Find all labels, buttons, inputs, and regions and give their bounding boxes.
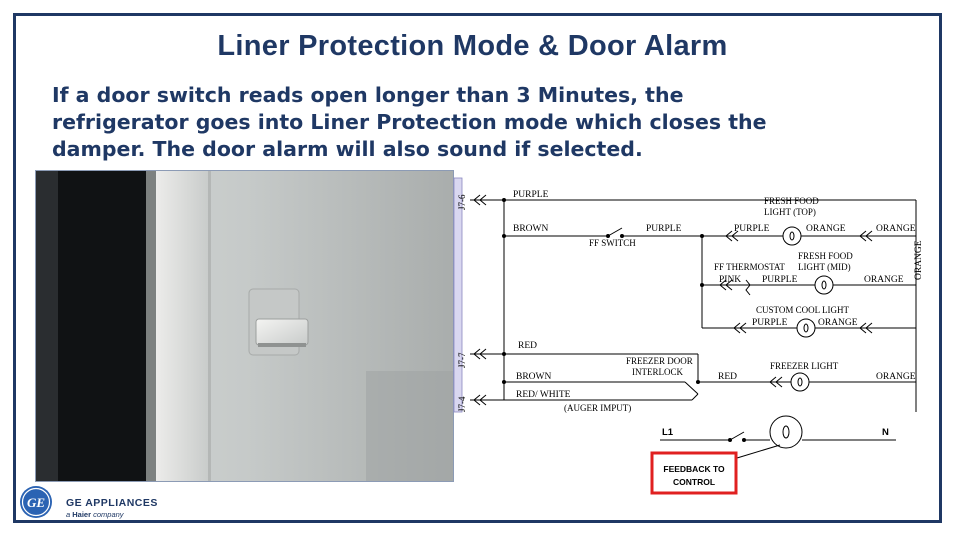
wire-label: ORANGE — [876, 372, 916, 382]
connector-label: J7-4 — [457, 396, 467, 412]
connector-label: J7-6 — [457, 194, 467, 210]
wiring-schematic: J7-6 J7-7 J7-4 — [453, 177, 924, 495]
freezer-light-label: FREEZER LIGHT — [770, 361, 839, 371]
ge-logo-text: GE — [27, 495, 45, 510]
wire-label: BROWN — [516, 372, 552, 382]
feedback-label: FEEDBACK TO — [663, 464, 725, 474]
freezer-interlock-label: INTERLOCK — [632, 367, 683, 377]
body-line: damper. The door alarm will also sound i… — [52, 137, 643, 161]
door-switch-photo — [35, 170, 454, 482]
ff-thermostat-label: FF THERMOSTAT — [714, 262, 785, 272]
feedback-highlight-box — [650, 451, 738, 495]
fresh-food-light-top-label: FRESH FOOD — [764, 196, 819, 206]
ff-switch-label: FF SWITCH — [589, 238, 636, 248]
connector-label: J7-7 — [457, 352, 467, 368]
wire-label: RED — [718, 372, 737, 382]
fresh-food-light-mid-label: FRESH FOOD — [798, 251, 853, 261]
wire-label: ORANGE — [864, 275, 904, 285]
body-line: If a door switch reads open longer than … — [52, 83, 684, 107]
wire-label: PURPLE — [734, 224, 770, 234]
wire-label: ORANGE — [914, 240, 924, 280]
slide-body-text: If a door switch reads open longer than … — [52, 82, 912, 163]
slide-frame — [13, 13, 942, 523]
auger-input-label: (AUGER IMPUT) — [564, 403, 631, 413]
wire-label: RED — [518, 341, 537, 351]
wire-label: PINK — [719, 275, 741, 285]
brand-tagline: a Haier company — [66, 510, 124, 519]
fresh-food-light-top-label: LIGHT (TOP) — [764, 207, 816, 217]
brand-name: GE APPLIANCES — [66, 497, 158, 509]
freezer-interlock-label: FREEZER DOOR — [626, 356, 693, 366]
wire-label: PURPLE — [752, 318, 788, 328]
wire-label: BROWN — [513, 224, 549, 234]
feedback-label: CONTROL — [673, 477, 715, 487]
connector-strip — [453, 177, 463, 413]
n-label: N — [882, 427, 889, 438]
ge-logo-icon: GE — [20, 486, 52, 518]
wire-label: PURPLE — [646, 224, 682, 234]
fresh-food-light-mid-label: LIGHT (MID) — [798, 262, 851, 272]
wire-label: ORANGE — [876, 224, 916, 234]
wire-label: RED/ WHITE — [516, 390, 571, 400]
wire-label: ORANGE — [806, 224, 846, 234]
l1-label: L1 — [662, 427, 674, 438]
body-line: refrigerator goes into Liner Protection … — [52, 110, 767, 134]
slide-title: Liner Protection Mode & Door Alarm — [217, 30, 728, 62]
wire-label: PURPLE — [762, 275, 798, 285]
wire-label: ORANGE — [818, 318, 858, 328]
wire-label: PURPLE — [513, 190, 549, 200]
custom-cool-light-label: CUSTOM COOL LIGHT — [756, 305, 850, 315]
